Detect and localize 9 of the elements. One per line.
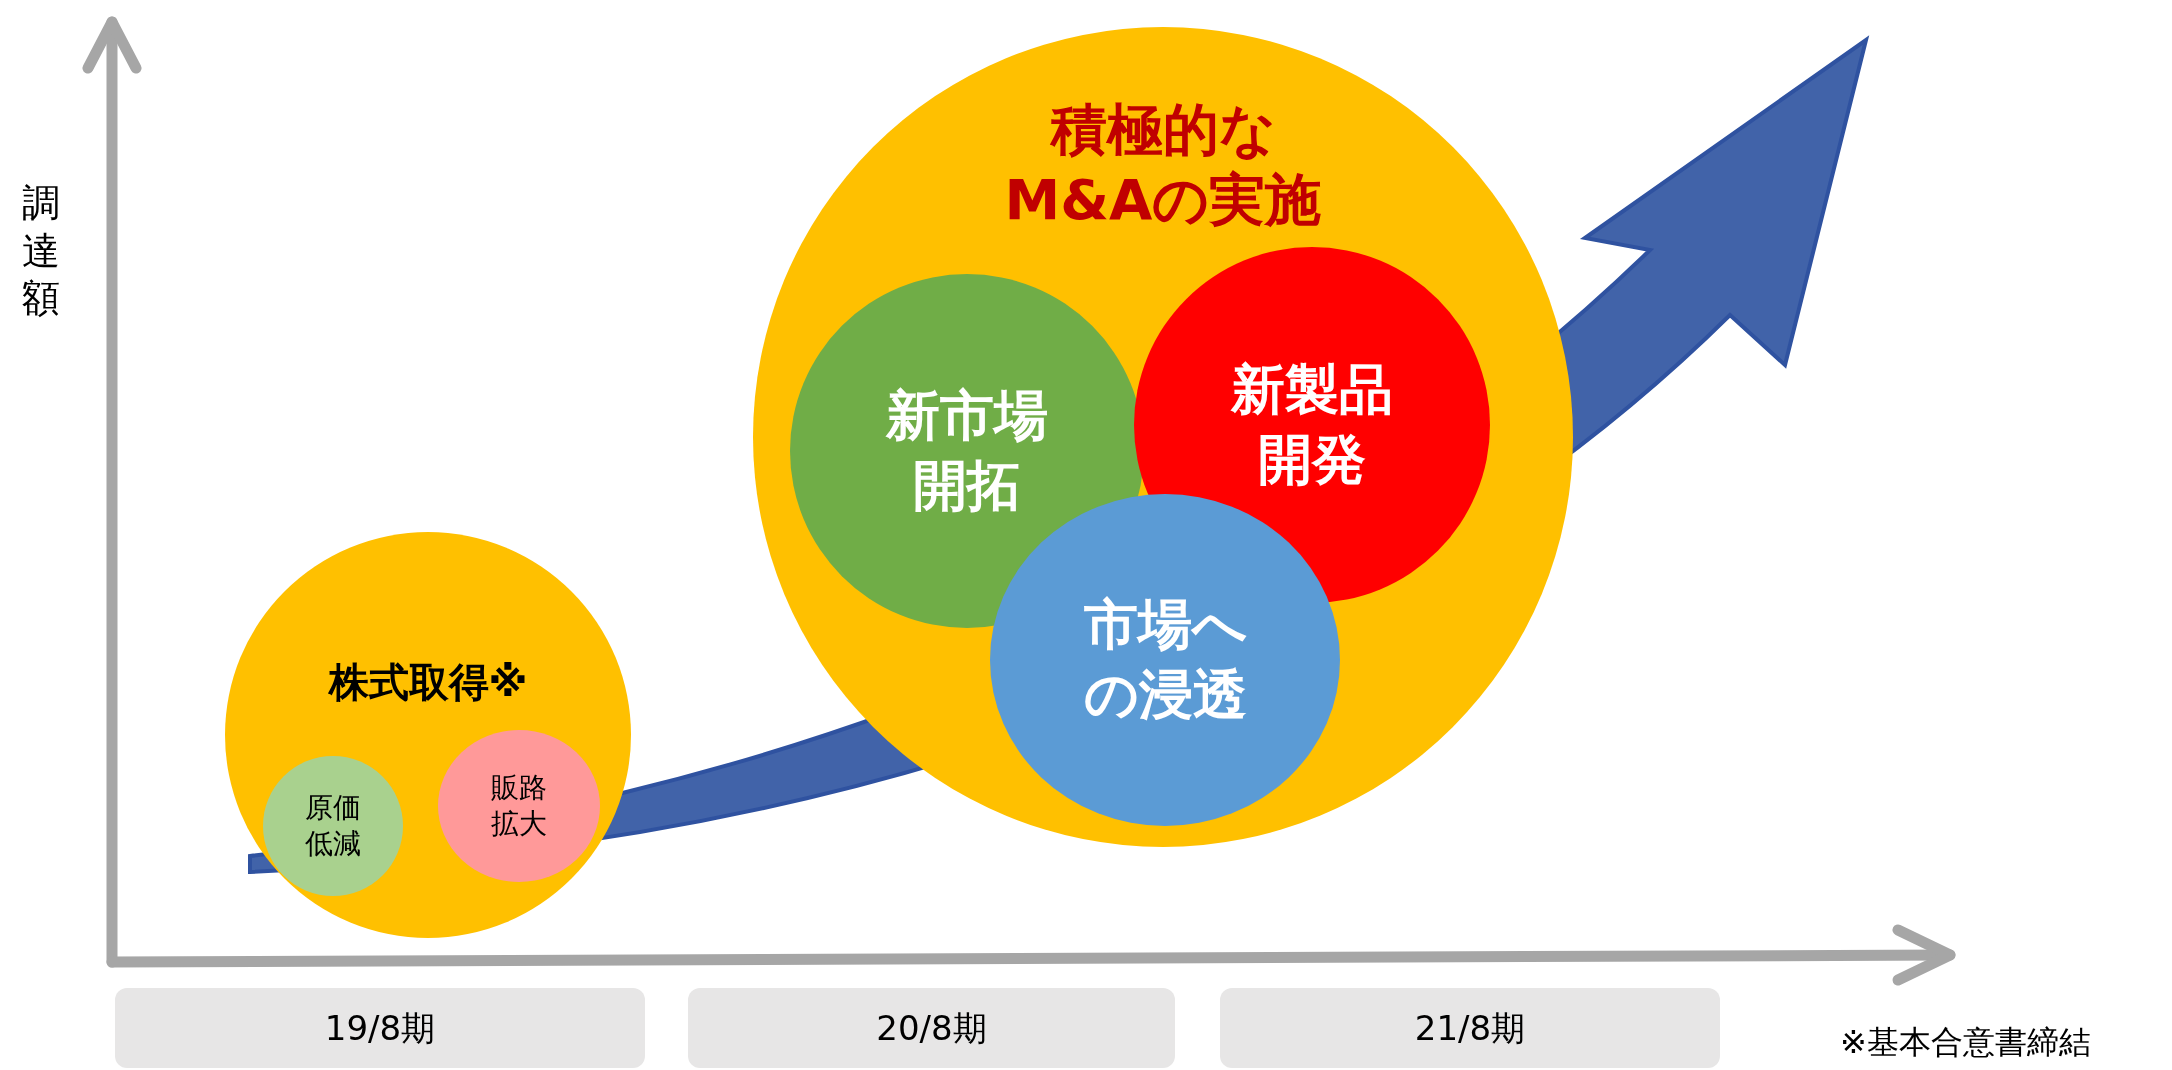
bubble: 販路拡大 (438, 730, 600, 882)
bubble-heading: 積極的なM&Aの実施 (1003, 96, 1323, 234)
period-box: 21/8期 (1220, 988, 1720, 1068)
footnote: ※基本合意書締結 (1840, 1022, 2092, 1062)
bubble-heading: 株式取得※ (327, 658, 529, 707)
period-box: 19/8期 (115, 988, 645, 1068)
bubble: 原価低減 (263, 756, 403, 896)
axis-label: 調達額 (22, 180, 61, 322)
period-box: 20/8期 (688, 988, 1175, 1068)
